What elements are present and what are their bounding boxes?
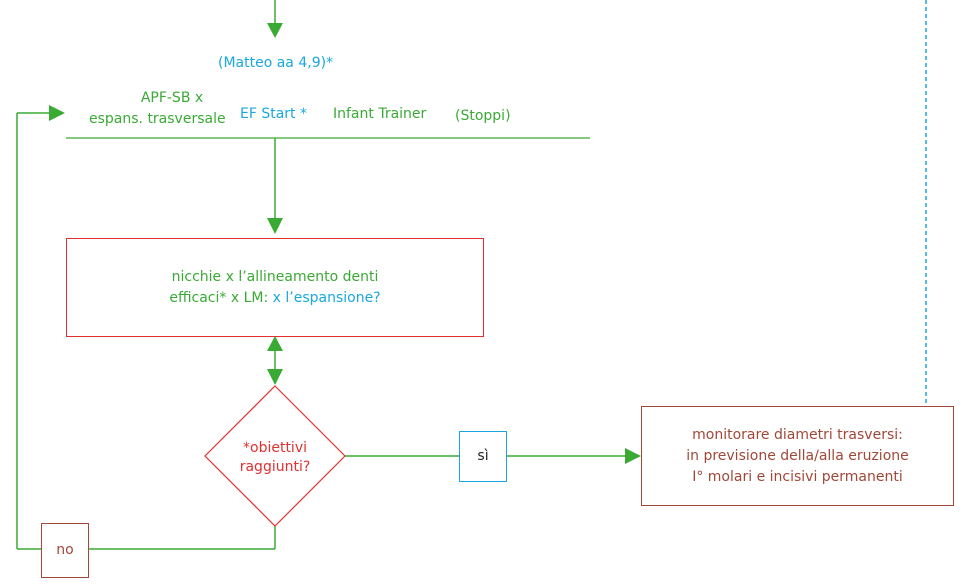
niche-line1: nicchie x l’allineamento denti	[171, 268, 379, 285]
decision-line2: raggiunti?	[239, 459, 311, 475]
monitor-box: monitorare diametri trasversi: in previs…	[641, 406, 954, 506]
niche-line2-green: efficaci* x LM:	[169, 289, 273, 306]
niche-line2-cyan: x l’espansione?	[272, 289, 381, 306]
yes-label: sì	[477, 448, 489, 464]
monitor-line1: monitorare diametri trasversi:	[692, 426, 903, 443]
up-arrowhead	[267, 336, 283, 351]
option-apf-line1: APF-SB x	[140, 90, 204, 106]
no-label: no	[56, 542, 74, 558]
monitor-line2: in previsione della/alla eruzione	[686, 447, 909, 464]
monitor-line3: I° molari e incisivi permanenti	[692, 468, 903, 485]
yes-box: sì	[459, 431, 507, 482]
no-box: no	[41, 523, 89, 578]
monitor-arrowhead	[625, 448, 641, 464]
option-ef-start: EF Start *	[240, 106, 307, 122]
top-arrowhead	[267, 23, 283, 38]
decision-line1: *obiettivi	[243, 440, 307, 456]
top-label: (Matteo aa 4,9)*	[218, 55, 334, 71]
option-infant-trainer: Infant Trainer	[333, 106, 427, 122]
option-stoppi: (Stoppi)	[455, 108, 511, 124]
loop-back-arrowhead	[49, 105, 65, 121]
down-arrowhead	[267, 369, 283, 385]
niche-box: nicchie x l’allineamento denti efficaci*…	[66, 238, 484, 337]
niche-arrowhead	[267, 218, 283, 234]
option-apf-line2: espans. trasversale	[89, 111, 226, 127]
